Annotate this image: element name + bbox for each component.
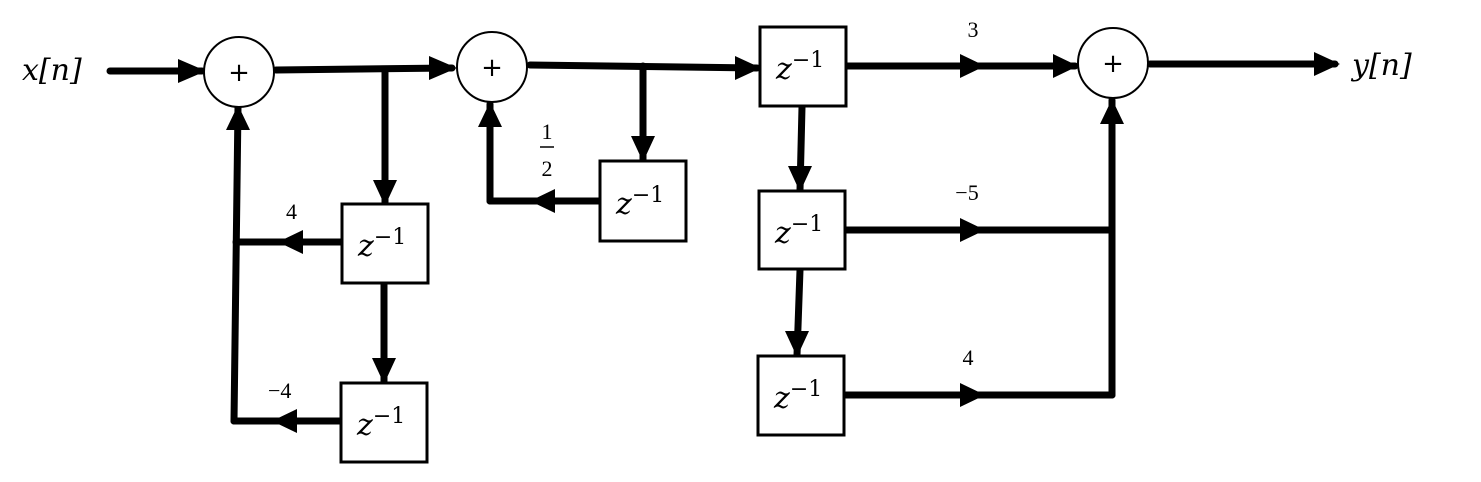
delay-block-4: z−1 [757,189,847,271]
adder-1-circle [203,36,275,108]
adder-2: + [456,31,528,103]
delay-block-1-label: z−1 [357,225,406,264]
arrow-into-adder3-bottom [1100,99,1124,124]
gain-tap-neg5: −5 [955,180,978,205]
gain-tap-3: 3 [968,17,979,42]
delay-block-4-label: z−1 [774,212,823,251]
arrow-into-adder2 [429,56,457,80]
delay-block-3-label: z−1 [775,48,824,87]
wire-feedback-bus-1 [230,103,242,425]
adder-2-symbol: + [481,53,503,83]
gain-half-fraction: 1 2 [540,119,554,181]
delay-block-2-label: z−1 [356,404,405,443]
arrow-into-delay4 [788,166,812,192]
arrow-into-adder1-bottom [226,105,250,130]
arrow-feedback-4 [278,230,303,254]
gain-feedback-top: 4 [286,199,297,224]
delay-block-half-box [598,159,688,243]
wire-adder1-adder2 [272,64,456,74]
adder-3-symbol: + [1102,49,1124,79]
delay-block-half-label: z−1 [615,183,664,222]
delay-block-half: z−1 [598,159,688,243]
arrow-into-adder3 [1053,54,1078,78]
arrow-into-adder1 [178,59,206,83]
adder-1-symbol: + [228,58,250,88]
delay-block-3: z−1 [758,25,848,108]
gain-half-numerator: 1 [542,119,553,144]
delay-block-5-box [756,354,846,437]
arrow-tap-neg5 [960,218,985,242]
arrow-feedback-half [530,189,555,213]
delay-block-3-box [758,25,848,108]
delay-block-1: z−1 [340,202,430,285]
adder-3: + [1077,27,1149,99]
adder-3-circle [1077,27,1149,99]
arrow-into-delay2 [372,358,396,384]
arrow-into-delay3 [735,56,761,80]
adder-2-circle [456,31,528,103]
arrow-into-delay1 [373,180,397,206]
delay-block-1-box [340,202,430,285]
output-signal-label: y[n] [1350,48,1412,83]
gain-tap-4: 4 [963,345,974,370]
delay-block-5-label: z−1 [773,377,822,416]
delay-block-2: z−1 [339,381,429,464]
arrow-tap-3 [960,54,985,78]
gain-feedback-bottom: −4 [268,378,291,403]
arrow-into-halfdelay [631,136,655,162]
delay-block-4-box [757,189,847,271]
delay-block-5: z−1 [756,354,846,437]
delay-block-2-box [339,381,429,464]
arrow-into-delay5 [785,331,809,357]
input-signal-label: x[n] [22,53,82,88]
arrow-feedback-neg4 [272,409,297,433]
arrow-into-adder2-bottom [478,102,502,127]
gain-half-denominator: 2 [542,156,553,181]
adder-1: + [203,36,275,108]
arrow-output [1314,52,1340,76]
arrow-tap-4 [960,383,985,407]
arrowheads [178,52,1340,433]
